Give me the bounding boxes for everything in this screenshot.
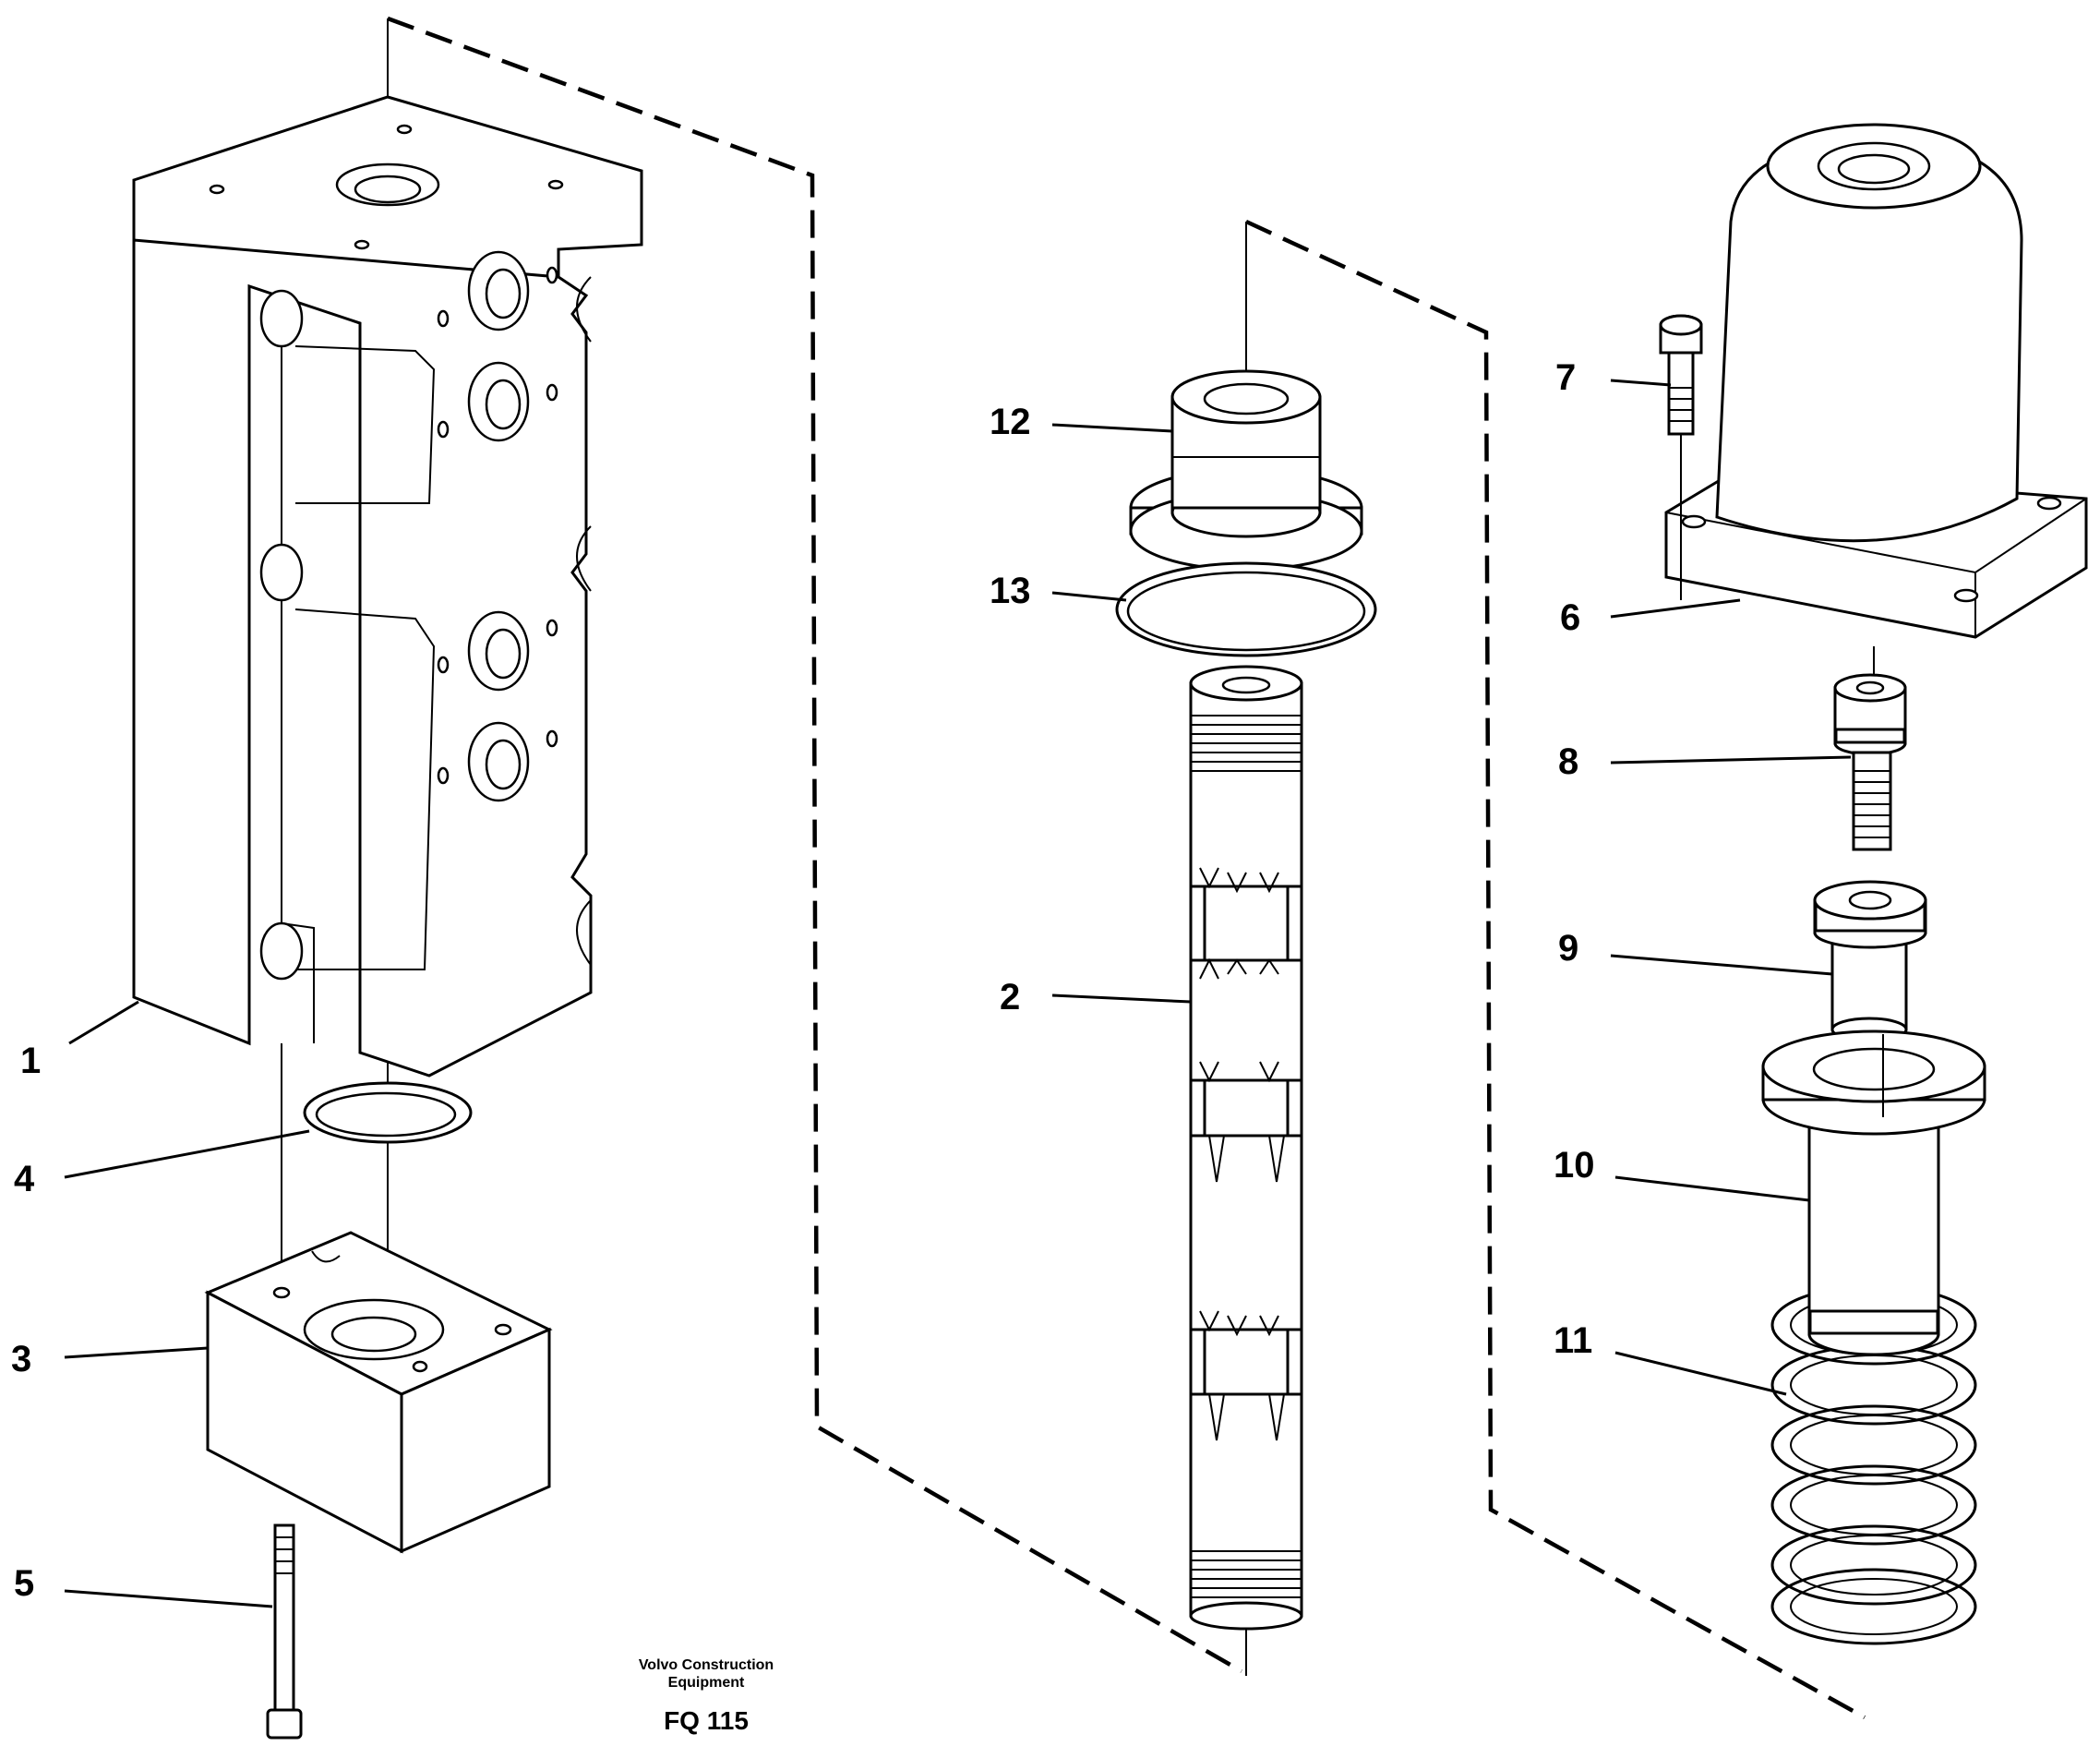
callout-1: 1 <box>20 1041 41 1081</box>
callout-2: 2 <box>1000 977 1020 1017</box>
spring-seat <box>1813 880 1927 1042</box>
leader-9 <box>1610 954 1833 976</box>
leader-lines <box>64 379 1852 1608</box>
spring-cover <box>1664 123 2088 639</box>
callout-4: 4 <box>14 1159 35 1199</box>
o-ring-13 <box>1115 561 1377 657</box>
callout-numbers: 1 2 3 4 5 6 7 8 9 10 11 12 13 <box>11 357 1595 1604</box>
leader-2 <box>1051 993 1192 1004</box>
port-4 <box>467 721 530 802</box>
valve-body <box>132 95 643 1078</box>
leader-6 <box>1610 598 1741 619</box>
port-left-3 <box>259 921 304 981</box>
callout-12: 12 <box>990 402 1031 442</box>
long-bolt <box>266 1523 303 1740</box>
callout-5: 5 <box>14 1563 34 1604</box>
port-left-2 <box>259 543 304 602</box>
cap-screw <box>1833 673 1907 851</box>
spacer-block <box>204 1231 553 1554</box>
guide-sleeve <box>1761 1030 1986 1356</box>
leader-7 <box>1610 379 1672 387</box>
leader-12 <box>1051 423 1173 433</box>
leader-5 <box>64 1589 273 1608</box>
leader-1 <box>68 1000 139 1045</box>
callout-8: 8 <box>1558 741 1578 782</box>
figure-code: FQ 115 <box>664 1706 749 1735</box>
leader-3 <box>64 1346 209 1359</box>
port-left-1 <box>259 289 304 348</box>
small-bolt <box>1659 314 1703 600</box>
leader-11 <box>1614 1351 1787 1396</box>
callout-6: 6 <box>1560 597 1580 638</box>
port-2 <box>467 361 530 442</box>
leader-8 <box>1610 755 1852 765</box>
callout-11: 11 <box>1554 1320 1592 1361</box>
leader-13 <box>1051 591 1127 602</box>
figure-caption: Volvo Construction Equipment FQ 115 <box>639 1657 774 1735</box>
callout-13: 13 <box>990 571 1031 611</box>
callout-10: 10 <box>1554 1145 1595 1186</box>
leader-10 <box>1614 1175 1810 1202</box>
callout-3: 3 <box>11 1339 31 1379</box>
spool <box>1189 665 1303 1631</box>
port-3 <box>467 610 530 692</box>
company-line-1: Volvo Construction <box>639 1657 774 1673</box>
callout-9: 9 <box>1558 928 1578 969</box>
leader-4 <box>64 1129 310 1179</box>
callout-7: 7 <box>1555 357 1576 398</box>
coil-spring <box>1770 1284 1977 1645</box>
o-ring-4 <box>303 1081 473 1144</box>
port-1 <box>467 250 530 331</box>
piston-cap <box>1129 369 1363 572</box>
company-line-2: Equipment <box>668 1675 745 1691</box>
